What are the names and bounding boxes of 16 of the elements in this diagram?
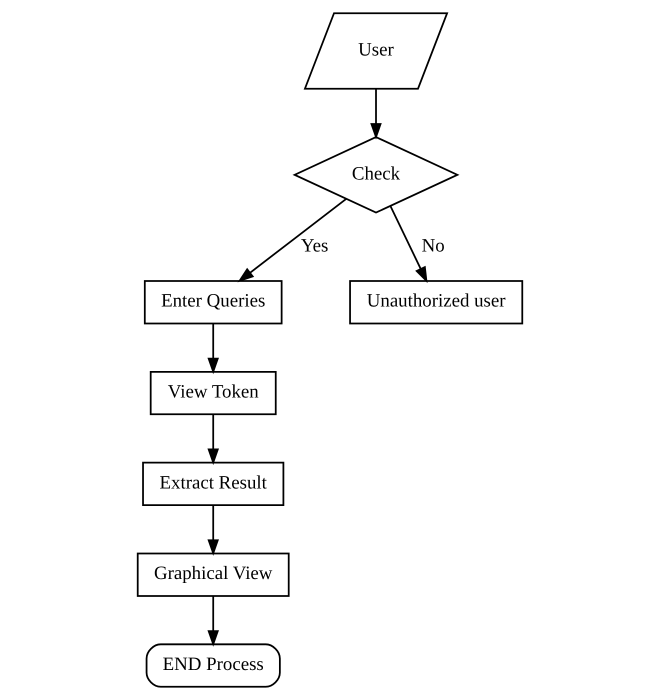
edge-label: No <box>422 235 445 256</box>
node-box: END Process <box>146 643 281 688</box>
node-box: View Token <box>150 370 277 416</box>
arrow <box>207 505 219 556</box>
node-diamond: Check <box>292 136 460 214</box>
arrow <box>390 206 428 284</box>
arrow <box>238 198 347 282</box>
node-box: Enter Queries <box>144 280 283 324</box>
arrow <box>207 323 219 374</box>
node-box: Unauthorized user <box>349 280 524 324</box>
node-box: Graphical View <box>136 552 290 597</box>
arrow <box>207 414 219 466</box>
arrow <box>207 596 219 647</box>
node-box: Extract Result <box>142 462 284 506</box>
edge-label: Yes <box>300 235 328 256</box>
arrow <box>370 88 382 140</box>
